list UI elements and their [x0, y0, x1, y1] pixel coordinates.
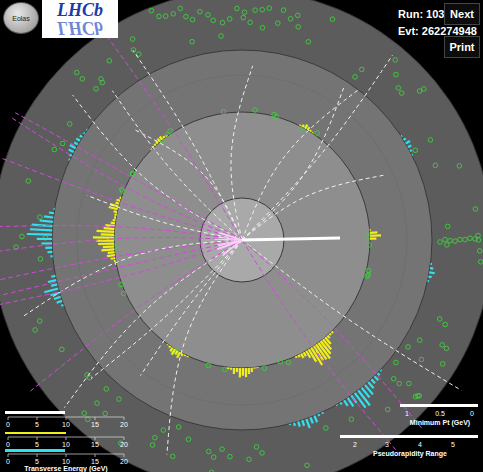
scale-label: 0.5	[435, 410, 445, 417]
muon-hits	[14, 6, 483, 472]
scale-label: 4	[418, 441, 422, 448]
scale-label: Transverse Energy (GeV)	[24, 465, 107, 472]
scale-label: 15	[91, 458, 99, 465]
scale-ticks	[8, 417, 124, 457]
next-button: Next	[444, 3, 480, 25]
logo-text: LHCb	[57, 2, 103, 19]
scale-label: 0	[6, 441, 10, 448]
scale-label: 3	[385, 441, 389, 448]
scale-label: 1	[405, 410, 409, 417]
scale-label: 20	[120, 458, 128, 465]
scale-label: 0	[470, 410, 474, 417]
charged-tracks	[23, 50, 462, 454]
scale-label: 15	[91, 421, 99, 428]
scale-label: 0	[6, 421, 10, 428]
scale-label: 10	[62, 441, 70, 448]
scale-label: 5	[35, 458, 39, 465]
logo-box: LHCbLHCb	[42, 0, 118, 38]
ecal-deposits	[93, 125, 381, 378]
logo-caption: Eolas	[12, 15, 30, 22]
print-button: Print	[444, 36, 480, 58]
scale-bars	[5, 404, 478, 452]
logo-reflection: LHCb	[57, 19, 103, 36]
scale-label: 0	[6, 458, 10, 465]
button-label: Next	[450, 9, 474, 20]
logo-coin: Eolas	[3, 2, 39, 34]
scale-label: 5	[35, 441, 39, 448]
muon-tracks	[0, 24, 422, 450]
scale-label: 20	[120, 441, 128, 448]
vertex-burst	[214, 233, 242, 256]
scale-label: 5	[35, 421, 39, 428]
scale-label: 2	[353, 441, 357, 448]
leading-track	[242, 238, 340, 240]
scale-label: 5	[451, 441, 455, 448]
scale-label: 20	[120, 421, 128, 428]
scale-label: 10	[62, 421, 70, 428]
scale-label: 15	[91, 441, 99, 448]
scale-label: Pseudorapidity Range	[373, 450, 447, 457]
scale-label: 10	[62, 458, 70, 465]
button-label: Print	[449, 42, 474, 53]
scale-label: Minimum Pt (GeV)	[410, 419, 470, 426]
